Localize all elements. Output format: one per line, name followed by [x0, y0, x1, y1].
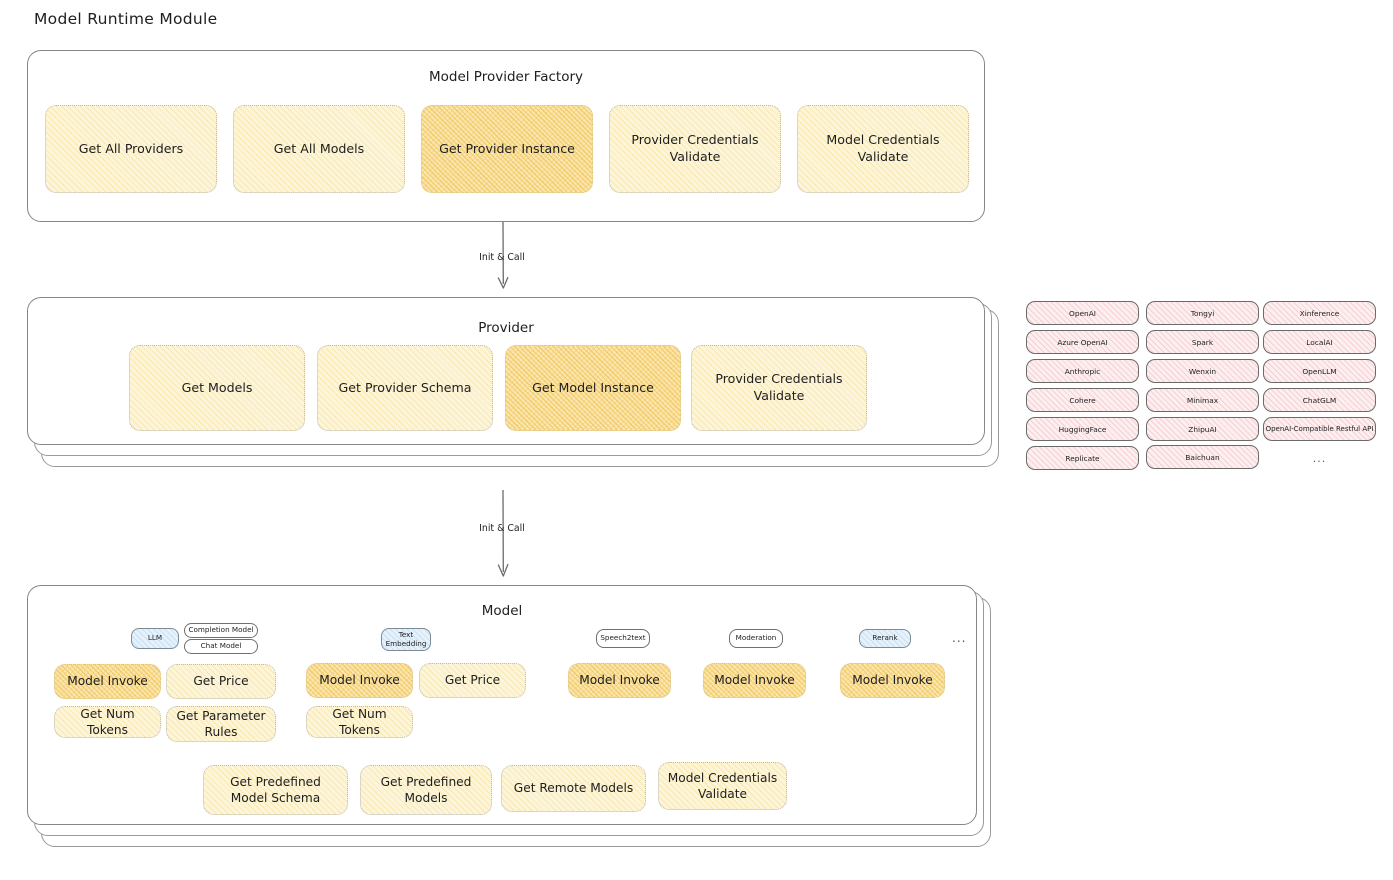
model-shared-method-model-credentials-validate[interactable]: Model Credentials Validate	[658, 762, 787, 810]
model-types-more: ...	[952, 631, 967, 645]
provider-chip-wenxin[interactable]: Wenxin	[1146, 359, 1259, 383]
rerank-method-model-invoke[interactable]: Model Invoke	[840, 663, 945, 698]
model-subtype-badge-completion-model[interactable]: Completion Model	[184, 623, 258, 638]
provider-chip-azure-openai[interactable]: Azure OpenAI	[1026, 330, 1139, 354]
model-type-badge-moderation[interactable]: Moderation	[729, 629, 783, 648]
provider-chip-cohere[interactable]: Cohere	[1026, 388, 1139, 412]
provider-list-more: ...	[1312, 452, 1327, 465]
provider-method-get-model-instance[interactable]: Get Model Instance	[505, 345, 681, 431]
provider-method-get-provider-schema[interactable]: Get Provider Schema	[317, 345, 493, 431]
moderation-method-model-invoke[interactable]: Model Invoke	[703, 663, 806, 698]
provider-chip-minimax[interactable]: Minimax	[1146, 388, 1259, 412]
provider-chip-huggingface[interactable]: HuggingFace	[1026, 417, 1139, 441]
speech2text-method-model-invoke[interactable]: Model Invoke	[568, 663, 671, 698]
page-title: Model Runtime Module	[34, 10, 218, 28]
arrow-factory-to-provider	[480, 221, 526, 300]
factory-method-get-provider-instance[interactable]: Get Provider Instance	[421, 105, 593, 193]
provider-chip-localai[interactable]: LocalAI	[1263, 330, 1376, 354]
llm-method-get-price[interactable]: Get Price	[166, 664, 276, 699]
text-embedding-method-model-invoke[interactable]: Model Invoke	[306, 663, 413, 698]
provider-chip-anthropic[interactable]: Anthropic	[1026, 359, 1139, 383]
arrow-provider-to-model	[480, 489, 526, 585]
provider-chip-openllm[interactable]: OpenLLM	[1263, 359, 1376, 383]
arrow-label-init-and-call-1: Init & Call	[479, 252, 525, 263]
provider-title: Provider	[478, 320, 534, 336]
provider-chip-zhipuai[interactable]: ZhipuAI	[1146, 417, 1259, 441]
model-provider-factory-title: Model Provider Factory	[428, 69, 583, 85]
model-shared-method-get-predefined-model-schema[interactable]: Get Predefined Model Schema	[203, 765, 348, 815]
llm-method-get-parameter-rules[interactable]: Get Parameter Rules	[166, 706, 276, 742]
model-type-badge-speech2text[interactable]: Speech2text	[596, 629, 650, 648]
model-shared-method-get-remote-models[interactable]: Get Remote Models	[501, 765, 646, 812]
llm-method-get-num-tokens[interactable]: Get Num Tokens	[54, 706, 161, 738]
provider-method-provider-credentials-validate[interactable]: Provider Credentials Validate	[691, 345, 867, 431]
provider-chip-baichuan[interactable]: Baichuan	[1146, 445, 1259, 469]
factory-method-get-all-models[interactable]: Get All Models	[233, 105, 405, 193]
model-type-badge-text-embedding[interactable]: Text Embedding	[381, 628, 431, 651]
provider-chip-openai[interactable]: OpenAI	[1026, 301, 1139, 325]
arrow-down-icon	[497, 221, 509, 289]
provider-chip-replicate[interactable]: Replicate	[1026, 446, 1139, 470]
model-type-badge-llm[interactable]: LLM	[131, 628, 179, 649]
provider-chip-xinference[interactable]: Xinference	[1263, 301, 1376, 325]
arrow-label-init-and-call-2: Init & Call	[479, 523, 525, 534]
factory-method-model-credentials-validate[interactable]: Model Credentials Validate	[797, 105, 969, 193]
provider-chip-openai-compatible-restful-api[interactable]: OpenAI-Compatible Restful API	[1263, 417, 1376, 441]
model-type-badge-rerank[interactable]: Rerank	[859, 629, 911, 648]
arrow-down-icon	[497, 489, 509, 577]
model-subtype-badge-chat-model[interactable]: Chat Model	[184, 639, 258, 654]
model-title: Model	[481, 603, 523, 619]
text-embedding-method-get-price[interactable]: Get Price	[419, 663, 526, 698]
provider-method-get-models[interactable]: Get Models	[129, 345, 305, 431]
factory-method-get-all-providers[interactable]: Get All Providers	[45, 105, 217, 193]
provider-chip-tongyi[interactable]: Tongyi	[1146, 301, 1259, 325]
provider-chip-spark[interactable]: Spark	[1146, 330, 1259, 354]
llm-method-model-invoke[interactable]: Model Invoke	[54, 664, 161, 699]
text-embedding-method-get-num-tokens[interactable]: Get Num Tokens	[306, 706, 413, 738]
model-shared-method-get-predefined-models[interactable]: Get Predefined Models	[360, 765, 492, 815]
factory-method-provider-credentials-validate[interactable]: Provider Credentials Validate	[609, 105, 781, 193]
provider-chip-chatglm[interactable]: ChatGLM	[1263, 388, 1376, 412]
